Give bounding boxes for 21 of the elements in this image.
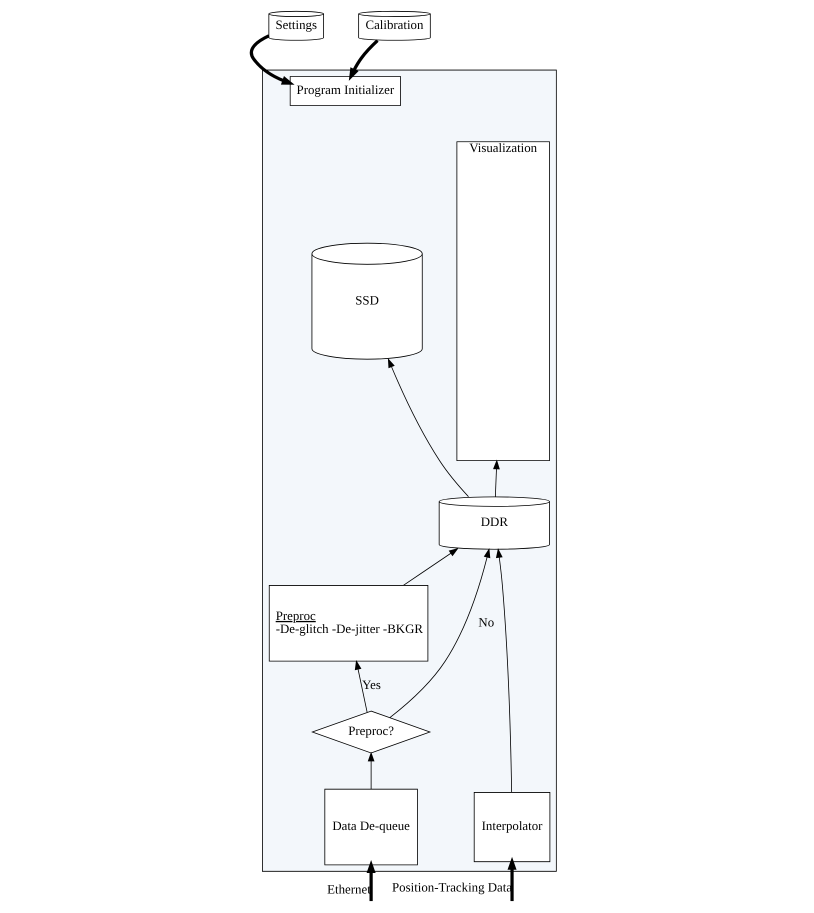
edge-label: No — [478, 615, 494, 630]
edge-label: Position-Tracking Data — [392, 880, 512, 895]
arrow — [354, 660, 368, 713]
edge-label: Ethernet — [327, 882, 371, 896]
arrow — [390, 548, 490, 718]
arrow — [388, 358, 469, 498]
arrow — [403, 548, 459, 586]
node-diamond: Preproc? — [311, 710, 432, 754]
arrow — [496, 548, 512, 793]
node-box: Data De-queue — [324, 788, 418, 866]
node-box: Program Initializer — [290, 76, 401, 106]
arrow — [250, 34, 295, 85]
node-box: Visualization — [456, 141, 550, 462]
arrow — [493, 460, 500, 498]
node-box: Preproc -De-glitch -De-jitter -BKGR — [268, 585, 428, 662]
arrow — [368, 752, 374, 790]
node-box: Interpolator — [474, 792, 550, 862]
edge-label: Yes — [362, 678, 381, 692]
arrow — [348, 39, 379, 81]
arrow — [366, 860, 376, 902]
arrow — [508, 856, 517, 902]
